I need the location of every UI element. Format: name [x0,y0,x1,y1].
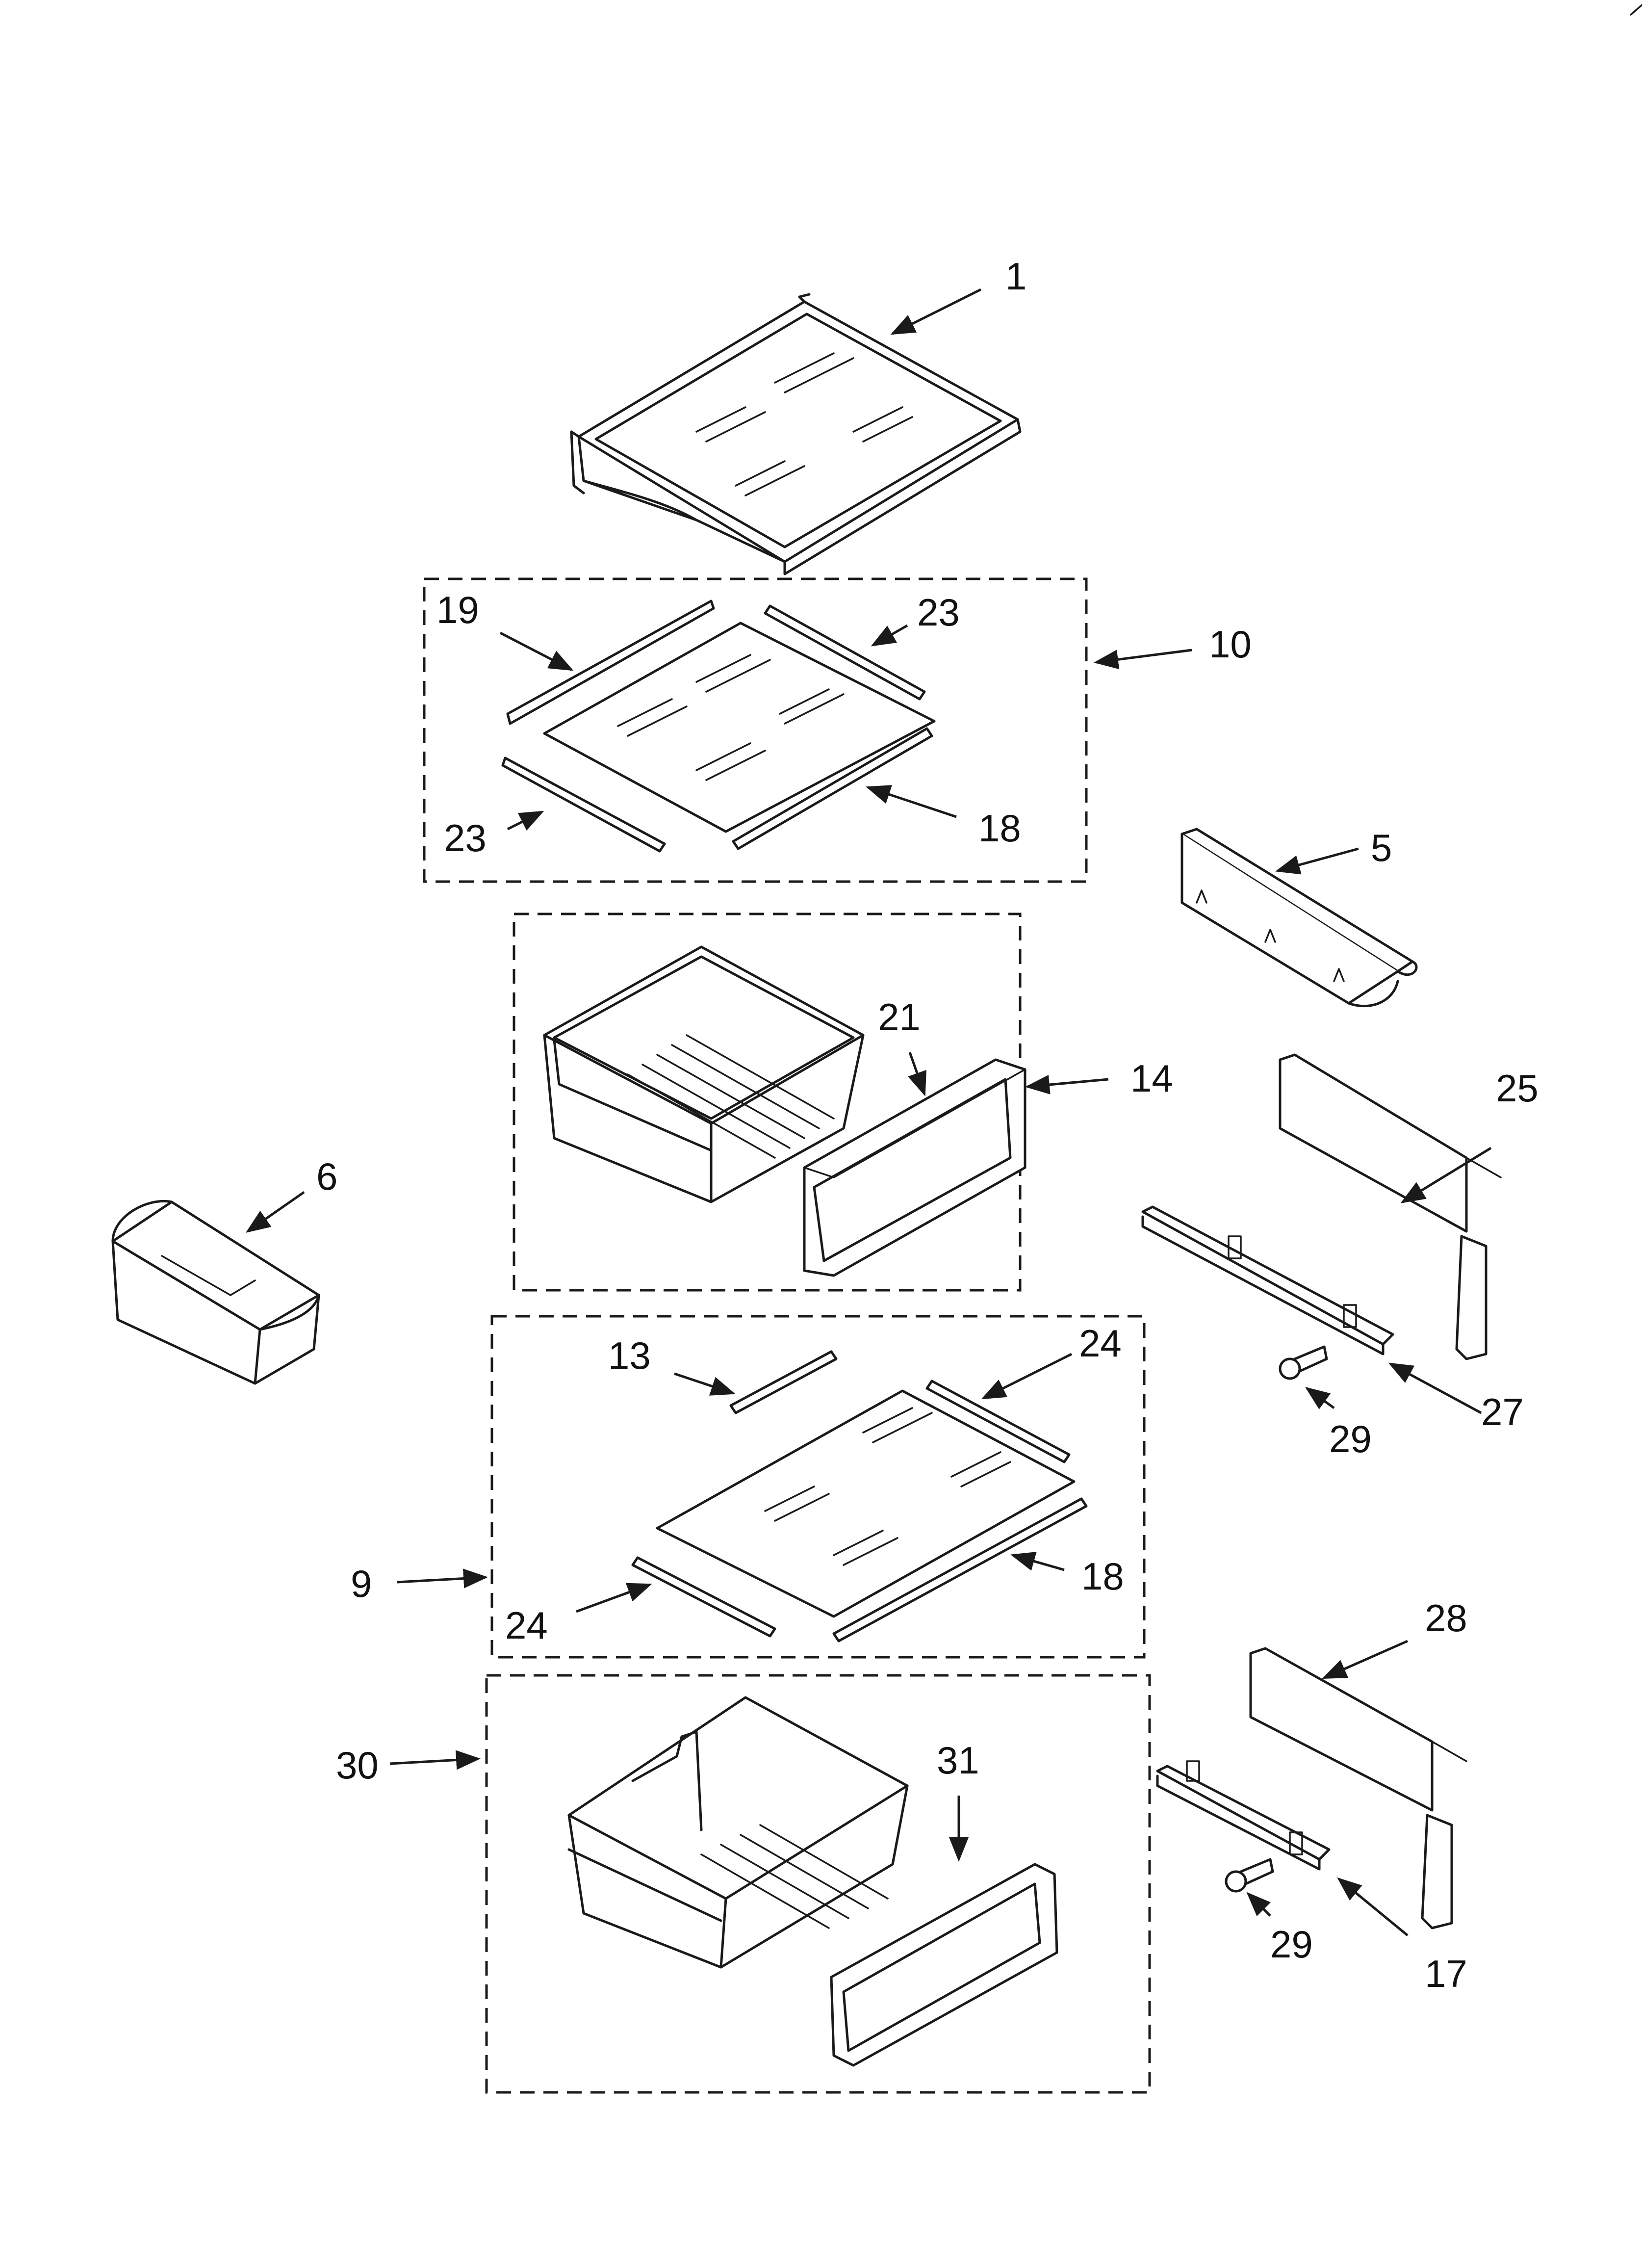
screw-29-lower [1225,1858,1274,1893]
assembly-box-10 [423,577,1088,883]
callout-9: 9 [351,1562,372,1605]
callout-18-upper: 18 [978,807,1021,850]
callout-24-lower: 24 [505,1604,548,1647]
callout-1: 1 [1005,255,1026,298]
glass-panel-9 [656,1389,1076,1618]
assembly-box-9 [490,1315,1146,1659]
drawer-front-31 [830,1863,1058,2067]
callout-6: 6 [316,1155,337,1198]
trim-strip-18 [732,727,933,850]
slide-rail-17 [1156,1760,1331,1871]
corner-mark [1630,4,1642,16]
callout-31: 31 [937,1739,979,1782]
callout-21: 21 [878,995,921,1039]
callout-27: 27 [1481,1390,1524,1434]
callout-25: 25 [1496,1067,1539,1110]
glass-shelf-assembly [570,293,1022,575]
callout-13: 13 [608,1334,651,1377]
crisper-drawer [543,945,865,1203]
callout-24-upper: 24 [1079,1322,1122,1365]
callout-17: 17 [1425,1952,1467,1995]
screw-29-upper [1279,1345,1328,1380]
callout-30: 30 [336,1744,379,1787]
door-bin-6 [111,1200,320,1385]
trim-strip-19 [506,600,715,725]
trim-strip-24-right [925,1380,1071,1463]
slide-rail-27 [1141,1205,1394,1356]
trim-strip-13 [729,1350,838,1414]
callout-10: 10 [1209,623,1252,666]
trim-strip-24-left [631,1556,776,1638]
drawer-front-21 [803,1058,1026,1277]
callout-28: 28 [1425,1596,1467,1640]
trim-strip-18-lower [832,1497,1088,1642]
callout-23-upper: 23 [917,591,960,634]
callout-23-lower: 23 [444,816,487,860]
callout-18-lower: 18 [1081,1555,1124,1598]
trim-strip-23-left [501,756,666,853]
callout-labels: 1 19 23 10 23 18 5 21 14 25 6 13 24 27 2… [316,255,1539,1995]
slide-cover-25 [1279,1053,1502,1360]
callout-5: 5 [1371,826,1392,869]
assembly-box-30 [485,1674,1151,2094]
callout-29-upper: 29 [1329,1417,1372,1460]
glass-panel-10 [543,622,936,833]
slide-cover-28 [1249,1647,1467,1929]
callout-29-lower: 29 [1270,1923,1313,1966]
callout-19: 19 [436,588,479,631]
lower-drawer [567,1696,909,1969]
trim-strip-23-right [764,604,926,701]
callout-14: 14 [1130,1057,1173,1100]
channel-cover-5 [1180,828,1418,1008]
callout-arrows [245,288,1492,1936]
